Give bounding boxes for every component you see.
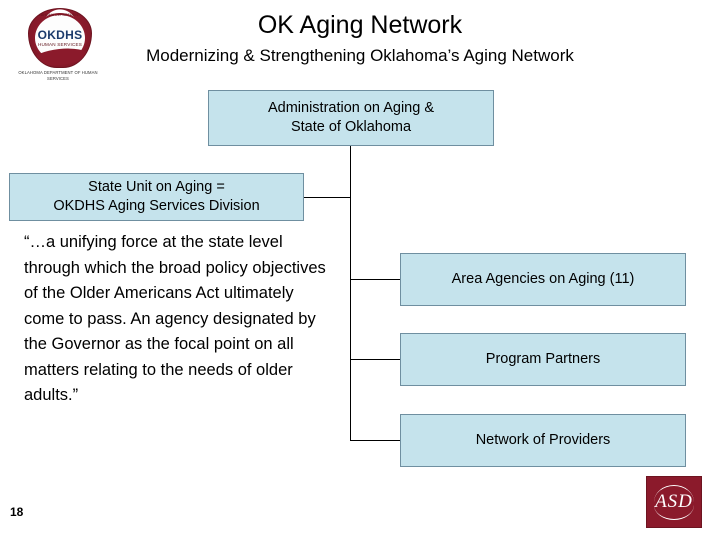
okdhs-shield-icon: OKLAHOMA DEPARTMENT OF OKDHS HUMAN SERVI…	[28, 8, 92, 68]
okdhs-logo-caption: OKLAHOMA DEPARTMENT OF HUMAN SERVICES	[18, 70, 98, 81]
asd-logo-inner: ASD	[651, 481, 697, 523]
asd-logo: ASD	[646, 476, 702, 528]
okdhs-logo-sub-text: HUMAN SERVICES	[37, 42, 83, 47]
diagram-box-administration-on-aging: Administration on Aging &State of Oklaho…	[208, 90, 494, 146]
slide-number: 18	[10, 505, 24, 519]
connector-trunk-to-aaa	[350, 279, 401, 280]
okdhs-logo-top-text: OKLAHOMA DEPARTMENT OF	[33, 13, 87, 17]
asd-arc-bottom	[654, 505, 694, 520]
connector-trunk-to-network-of-providers	[350, 440, 401, 441]
page-title: OK Aging Network	[257, 11, 463, 39]
diagram-box-network-of-providers: Network of Providers	[400, 414, 686, 467]
diagram-box-program-partners: Program Partners	[400, 333, 686, 386]
okdhs-logo: OKLAHOMA DEPARTMENT OF OKDHS HUMAN SERVI…	[8, 8, 108, 81]
diagram-box-state-unit-on-aging: State Unit on Aging =OKDHS Aging Service…	[9, 173, 304, 221]
page-subtitle: Modernizing & Strengthening Oklahoma’s A…	[146, 46, 574, 65]
diagram-box-area-agencies-on-aging: Area Agencies on Aging (11)	[400, 253, 686, 306]
okdhs-logo-main-text: OKDHS	[37, 28, 83, 42]
connector-aoa-to-trunk	[350, 146, 351, 197]
connector-trunk-to-sua	[304, 197, 351, 198]
asd-arc-top	[654, 485, 694, 502]
connector-trunk-to-program-partners	[350, 359, 401, 360]
connector-trunk-vertical	[350, 197, 351, 441]
quote-text: “…a unifying force at the state level th…	[24, 233, 326, 404]
